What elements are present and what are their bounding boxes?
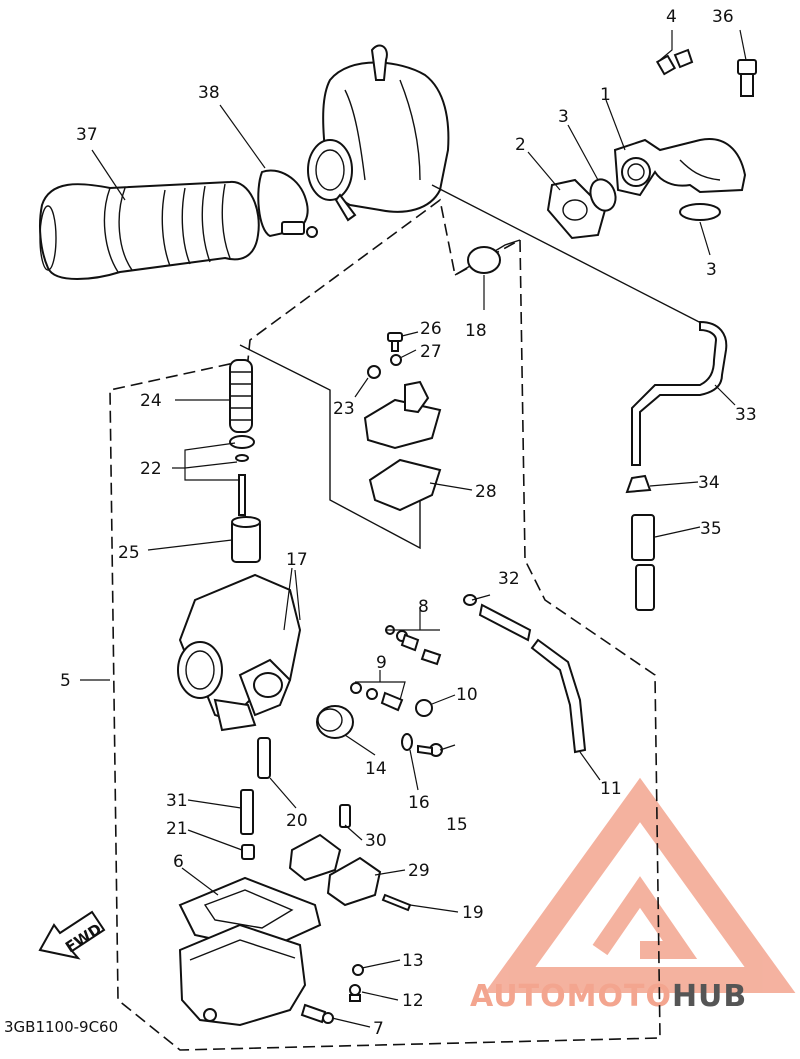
float-bowl-gasket-6 <box>178 876 322 952</box>
callout-8: 8 <box>418 597 429 617</box>
callout-23: 23 <box>333 399 355 419</box>
float-bowl <box>178 923 307 1027</box>
throttle-valve-25 <box>231 516 261 563</box>
watermark-triangle-inner <box>592 876 698 959</box>
callout-13: 13 <box>402 951 424 971</box>
callout-3-upper: 3 <box>558 107 569 127</box>
watermark-text: AUTOMOTOHUB <box>470 979 747 1014</box>
bolt-36 <box>737 59 757 97</box>
callout-26: 26 <box>420 319 442 339</box>
overflow-hose-11 <box>463 594 587 754</box>
carburetor-top-assembly <box>307 44 450 222</box>
callout-15: 15 <box>446 815 468 835</box>
pilot-screw-set-8 <box>385 625 442 666</box>
cap-10 <box>415 699 433 717</box>
assembly-outline-5 <box>109 198 661 1051</box>
throttle-stop-screw-set-9 <box>350 682 404 712</box>
needle-jet-31 <box>240 789 254 835</box>
callout-22: 22 <box>140 459 162 479</box>
callout-12: 12 <box>402 991 424 1011</box>
callout-19: 19 <box>462 903 484 923</box>
callout-24: 24 <box>140 391 162 411</box>
cover-14 <box>316 705 354 739</box>
hose-clamp-38 <box>257 169 318 238</box>
callout-11: 11 <box>600 779 622 799</box>
callout-20: 20 <box>286 811 308 831</box>
callout-14: 14 <box>365 759 387 779</box>
callout-27: 27 <box>420 342 442 362</box>
callout-32: 32 <box>498 569 520 589</box>
breather-hose-assembly <box>431 184 728 611</box>
callout-28: 28 <box>475 482 497 502</box>
callout-33: 33 <box>735 405 757 425</box>
washer-27 <box>390 354 402 366</box>
callout-16: 16 <box>408 793 430 813</box>
watermark-triangle-outer <box>484 777 796 993</box>
jet-needle <box>238 474 246 516</box>
upper-subassembly-outline <box>239 344 421 550</box>
callout-6: 6 <box>173 852 184 872</box>
callout-35: 35 <box>700 519 722 539</box>
callout-4: 4 <box>666 7 677 27</box>
watermark-text-secondary: HUB <box>672 979 747 1014</box>
callout-1: 1 <box>600 85 611 105</box>
callout-29: 29 <box>408 861 430 881</box>
washer-22-small <box>235 454 249 462</box>
cover-top-23 <box>363 365 442 450</box>
fwd-arrow: FWD <box>38 910 106 960</box>
main-jet-holder-20 <box>257 737 271 779</box>
air-intake-hose-37 <box>39 180 260 280</box>
gasket-28 <box>368 458 442 512</box>
bolt-4 <box>655 48 694 76</box>
screw-12 <box>349 984 361 1002</box>
gasket-18 <box>467 246 501 274</box>
callout-37: 37 <box>76 125 98 145</box>
callout-labels: 1 2 3 3 4 5 6 7 8 9 10 11 12 13 14 15 16… <box>60 7 757 1039</box>
callout-9: 9 <box>376 653 387 673</box>
callout-3-lower: 3 <box>706 260 717 280</box>
o-ring-3-lower <box>679 203 721 221</box>
washer-22-large <box>229 435 255 449</box>
float-29 <box>288 833 382 907</box>
callout-38: 38 <box>198 83 220 103</box>
callout-30: 30 <box>365 831 387 851</box>
callout-5: 5 <box>60 671 71 691</box>
callout-34: 34 <box>698 473 720 493</box>
gasket-2 <box>546 178 607 240</box>
screw-7 <box>300 1003 334 1024</box>
callout-18: 18 <box>465 321 487 341</box>
intake-manifold-1 <box>613 138 747 197</box>
callout-7: 7 <box>373 1019 384 1039</box>
spring-24 <box>229 359 253 433</box>
carburetor-body <box>177 573 302 732</box>
callout-10: 10 <box>456 685 478 705</box>
pilot-jet-30 <box>339 804 351 828</box>
watermark-text-primary: AUTOMOTO <box>470 979 672 1014</box>
screw-26 <box>387 332 403 352</box>
main-jet-21 <box>241 844 255 860</box>
float-pin-19 <box>381 893 412 912</box>
watermark-logo <box>484 777 796 993</box>
callout-21: 21 <box>166 819 188 839</box>
diagram-code: 3GB1100-9C60 <box>4 1018 118 1036</box>
leader-lines <box>80 29 747 1028</box>
screw-15 <box>417 743 443 757</box>
washer-13 <box>352 964 364 976</box>
callout-17: 17 <box>286 550 308 570</box>
callout-31: 31 <box>166 791 188 811</box>
o-ring-16 <box>401 733 413 751</box>
callout-2: 2 <box>515 135 526 155</box>
callout-36: 36 <box>712 7 734 27</box>
callout-25: 25 <box>118 543 140 563</box>
